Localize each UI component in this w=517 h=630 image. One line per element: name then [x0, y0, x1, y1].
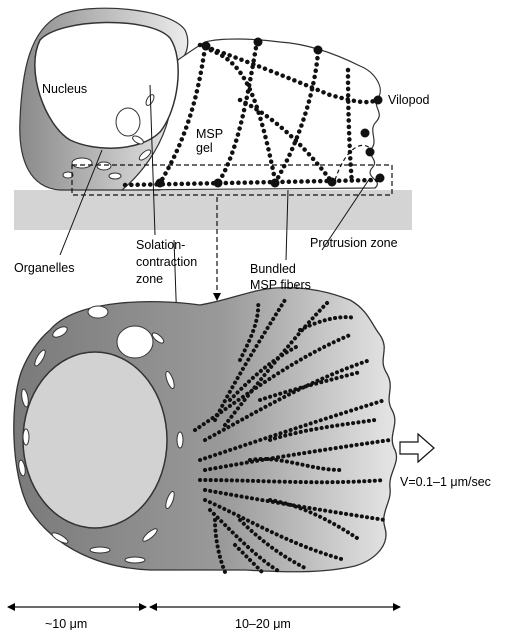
label-scale-left: ~10 μm [45, 617, 87, 630]
label-bundled-line2: MSP fibers [250, 278, 311, 292]
label-velocity: V=0.1–1 μm/sec [400, 475, 491, 489]
velocity-arrow [400, 434, 434, 462]
label-protrusion-zone: Protrusion zone [310, 236, 398, 250]
label-msp-gel-line1: MSP [196, 127, 223, 141]
label-bundled-line1: Bundled [250, 262, 296, 276]
label-nucleus: Nucleus [42, 82, 87, 96]
substrate-bar [14, 190, 412, 230]
label-solation-line3: zone [136, 272, 163, 286]
label-solation-line2: contraction [136, 255, 197, 269]
label-scale-right: 10–20 μm [235, 617, 291, 630]
label-organelles: Organelles [14, 261, 74, 275]
nucleus-top-view [23, 352, 167, 528]
label-vilopod: Vilopod [388, 93, 430, 107]
label-solation-line1: Solation- [136, 238, 185, 252]
label-msp-gel-line2: gel [196, 141, 213, 155]
